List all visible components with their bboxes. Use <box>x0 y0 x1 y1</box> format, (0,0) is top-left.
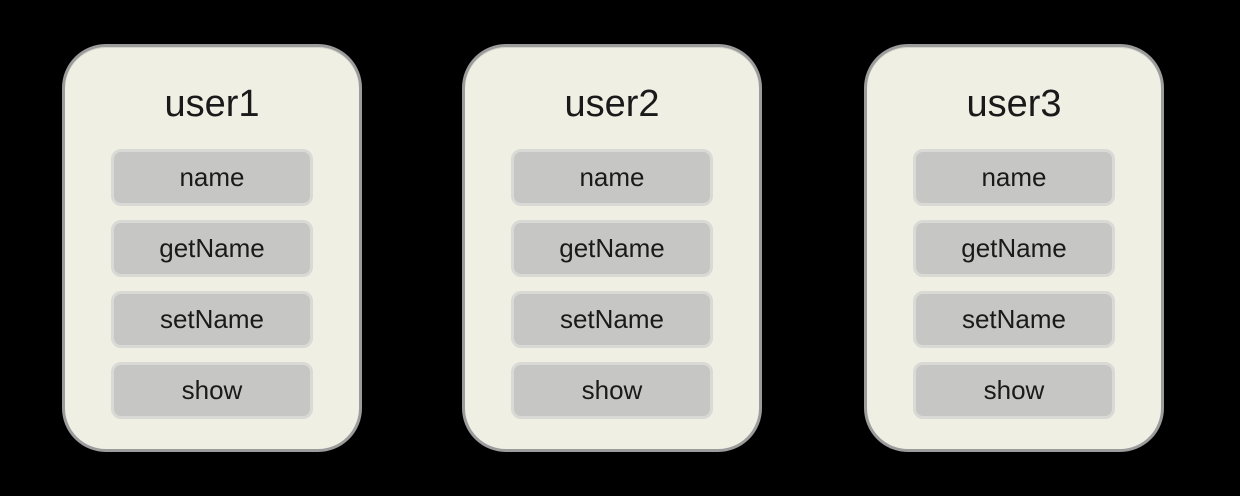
member-box-name: name <box>111 149 313 206</box>
card-title: user2 <box>564 83 660 125</box>
member-list: name getName setName show <box>913 149 1115 419</box>
member-list: name getName setName show <box>111 149 313 419</box>
member-box-name: name <box>913 149 1115 206</box>
card-title: user3 <box>966 83 1062 125</box>
member-list: name getName setName show <box>511 149 713 419</box>
member-box-getname: getName <box>511 220 713 277</box>
member-box-setname: setName <box>913 291 1115 348</box>
member-box-show: show <box>913 362 1115 419</box>
object-card-user2: user2 name getName setName show <box>462 44 762 452</box>
member-box-name: name <box>511 149 713 206</box>
member-box-show: show <box>511 362 713 419</box>
member-box-getname: getName <box>913 220 1115 277</box>
member-box-show: show <box>111 362 313 419</box>
object-card-user3: user3 name getName setName show <box>864 44 1164 452</box>
member-box-setname: setName <box>511 291 713 348</box>
member-box-setname: setName <box>111 291 313 348</box>
object-card-user1: user1 name getName setName show <box>62 44 362 452</box>
member-box-getname: getName <box>111 220 313 277</box>
card-title: user1 <box>164 83 260 125</box>
